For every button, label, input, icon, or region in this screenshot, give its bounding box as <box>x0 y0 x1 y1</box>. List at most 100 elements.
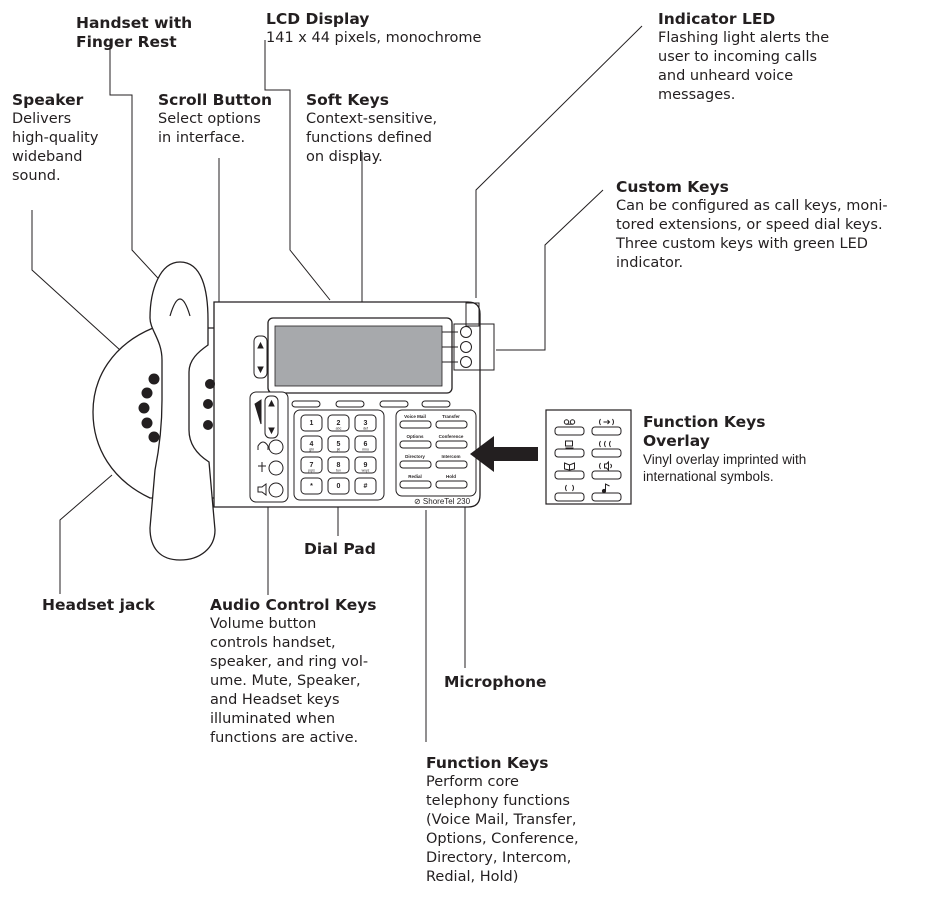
overlay-arrow <box>470 436 538 472</box>
overlay-title-2: Overlay <box>643 432 710 450</box>
function-desc-4: Options, Conference, <box>426 831 579 847</box>
audio-desc-1: Volume button <box>210 616 317 632</box>
callout-function: Function Keys Perform core telephony fun… <box>426 754 579 887</box>
speaker-holes <box>138 373 215 443</box>
function-key-intercom[interactable]: Intercom <box>435 454 468 469</box>
speaker-desc-3: wideband <box>12 149 83 165</box>
soft-keys <box>291 400 451 408</box>
dial-key-letters: def <box>363 427 368 431</box>
function-key-redial[interactable]: Redial <box>399 474 432 489</box>
function-desc-5: Directory, Intercom, <box>426 850 572 866</box>
function-key-label: Transfer <box>442 414 460 419</box>
dial-key-number: 3 <box>364 420 368 427</box>
dial-key-number: 7 <box>310 462 314 469</box>
function-desc-2: telephony functions <box>426 793 570 809</box>
brand-label: ⊘ ShoreTel 230 <box>414 497 471 506</box>
custom-title: Custom Keys <box>616 178 729 196</box>
overlay-desc-1: Vinyl overlay imprinted with <box>643 452 807 467</box>
headset-title: Headset jack <box>42 596 155 614</box>
dial-key-letters: abc <box>336 427 342 431</box>
softkeys-desc-2: functions defined <box>306 130 432 146</box>
callout-custom: Custom Keys Can be configured as call ke… <box>616 178 888 273</box>
speaker-title: Speaker <box>12 91 84 109</box>
dial-key-letters: ghi <box>309 448 314 452</box>
custom-desc-1: Can be configured as call keys, moni- <box>616 198 888 214</box>
leader-lcd <box>264 40 331 301</box>
scroll-title: Scroll Button <box>158 91 273 109</box>
finger-rest <box>169 298 191 317</box>
hold-icon <box>591 483 622 502</box>
dial-key-letters: pqrs <box>308 469 315 473</box>
callout-lcd: LCD Display 141 x 44 pixels, monochrome <box>266 10 481 48</box>
handset-title-2: Finger Rest <box>76 33 177 51</box>
dial-key-letters: mno <box>362 448 369 452</box>
dial-key-letters: jkl <box>336 448 341 452</box>
audio-desc-5: and Headset keys <box>210 692 340 708</box>
function-key-transfer[interactable]: Transfer <box>435 414 468 429</box>
function-key-label: Options <box>407 434 424 439</box>
dial-key-letters: wxyz <box>362 469 370 473</box>
indicator-desc-3: and unheard voice <box>658 68 794 84</box>
dial-key-number: 0 <box>337 483 341 490</box>
function-key-hold[interactable]: Hold <box>435 474 468 489</box>
softkeys-desc-1: Context-sensitive, <box>306 111 438 127</box>
callout-audio: Audio Control Keys Volume button control… <box>210 596 377 748</box>
leader-headset <box>59 474 113 594</box>
dial-key-11[interactable]: 0 <box>327 477 350 495</box>
dial-key-number: 4 <box>310 441 314 448</box>
function-desc-6: Redial, Hold) <box>426 869 519 885</box>
dial-key-12[interactable]: # <box>354 477 377 495</box>
audio-desc-6: illuminated when <box>210 711 336 727</box>
function-desc-1: Perform core <box>426 774 519 790</box>
softkeys-title: Soft Keys <box>306 91 389 109</box>
dial-key-number: # <box>364 483 368 490</box>
indicator-desc-4: messages. <box>658 87 736 103</box>
audio-controls <box>249 391 289 503</box>
indicator-led <box>465 302 480 327</box>
indicator-desc-2: user to incoming calls <box>658 49 818 65</box>
dial-key-10[interactable]: * <box>300 477 323 495</box>
directory-icon <box>554 462 585 480</box>
intercom-icon <box>591 460 622 480</box>
dial-key-number: 6 <box>364 441 368 448</box>
callout-indicator: Indicator LED Flashing light alerts the … <box>658 10 829 105</box>
handset-title-1: Handset with <box>76 14 193 32</box>
conference-icon <box>591 440 622 458</box>
function-overlay <box>545 409 632 505</box>
scroll-button <box>253 335 268 379</box>
callout-headset: Headset jack <box>42 596 155 615</box>
function-key-label: Voice Mail <box>404 414 426 419</box>
scroll-desc-2: in interface. <box>158 130 246 146</box>
function-key-directory[interactable]: Directory <box>399 454 432 469</box>
callout-dialpad: Dial Pad <box>304 540 376 559</box>
audio-desc-7: functions are active. <box>210 730 359 746</box>
indicator-title: Indicator LED <box>658 10 776 28</box>
function-key-options[interactable]: Options <box>399 434 432 449</box>
audio-title: Audio Control Keys <box>210 596 377 614</box>
leader-handset <box>109 40 181 303</box>
dial-key-letters: tuv <box>336 469 341 473</box>
function-desc-3: (Voice Mail, Transfer, <box>426 812 577 828</box>
scroll-desc-1: Select options <box>158 111 261 127</box>
custom-desc-3: Three custom keys with green LED <box>616 236 868 252</box>
function-key-label: Intercom <box>441 454 460 459</box>
overlay-title-1: Function Keys <box>643 413 766 431</box>
callout-overlay: Function Keys Overlay Vinyl overlay impr… <box>643 413 806 485</box>
dial-key-1[interactable]: 1 <box>300 414 323 432</box>
speaker-desc-4: sound. <box>12 168 61 184</box>
function-key-voice-mail[interactable]: Voice Mail <box>399 414 432 429</box>
custom-desc-4: indicator. <box>616 255 684 271</box>
softkeys-desc-3: on display. <box>306 149 383 165</box>
function-key-conference[interactable]: Conference <box>435 434 468 449</box>
dial-key-number: 8 <box>337 462 341 469</box>
